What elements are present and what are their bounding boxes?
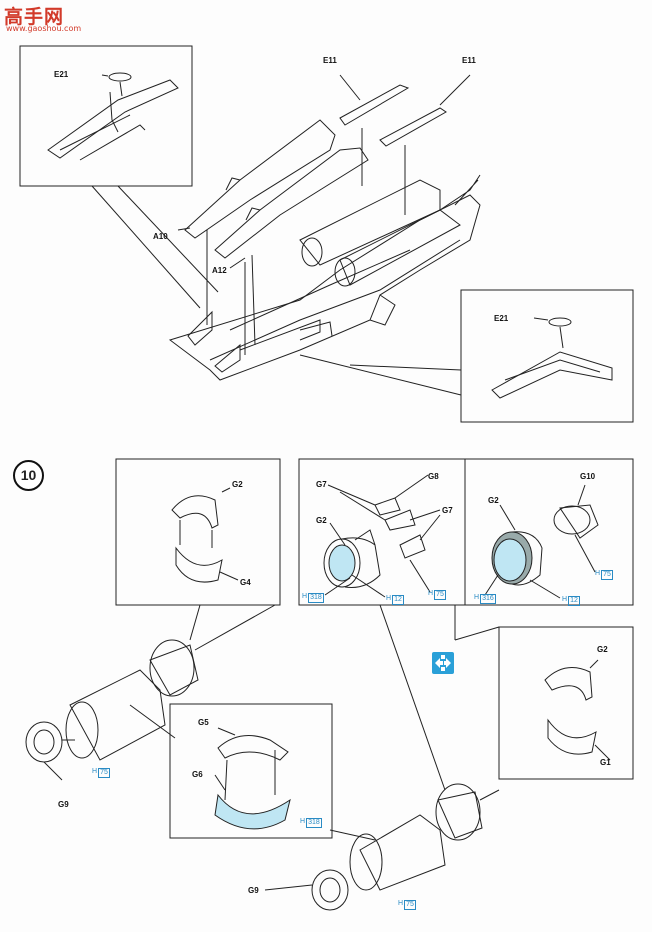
part-a12 [214, 147, 369, 259]
label-g7-a: G7 [316, 480, 327, 489]
label-e11-right: E11 [462, 56, 476, 65]
part-e11-right [379, 107, 447, 147]
part-a10 [184, 119, 336, 239]
assembly-arrows-icon [432, 652, 454, 674]
label-g4: G4 [240, 578, 251, 587]
inset-box-topleft [19, 45, 193, 187]
inset-box-g1-g2 [498, 626, 634, 780]
label-a10: A10 [153, 232, 168, 241]
inset-box-g10 [464, 458, 634, 606]
label-g2-a: G2 [232, 480, 243, 489]
main-fuselage [168, 194, 481, 381]
inset-wing-part [47, 79, 179, 159]
label-g9-left: G9 [58, 800, 69, 809]
watermark-url: www.gaoshou.com [6, 24, 82, 33]
part-e11-left [339, 84, 410, 126]
label-g7-b: G7 [442, 506, 453, 515]
label-g5: G5 [198, 718, 209, 727]
nozzle-left [69, 669, 166, 761]
inset-box-right [460, 289, 634, 423]
part-g9-right [311, 869, 349, 911]
label-g1: G1 [600, 758, 611, 767]
label-e21-right: E21 [494, 314, 509, 323]
label-g2-b: G2 [316, 516, 327, 525]
label-g2-c: G2 [488, 496, 499, 505]
inset-box-g5-g6 [169, 703, 333, 839]
label-g10: G10 [580, 472, 596, 481]
nozzle-right [359, 814, 446, 891]
label-e21-top: E21 [54, 70, 69, 79]
label-g9-right: G9 [248, 886, 259, 895]
label-g8: G8 [428, 472, 439, 481]
watermark: 高手网 www.gaoshou.com [4, 2, 81, 36]
inset-e21-part [108, 72, 132, 82]
label-e11-left: E11 [323, 56, 337, 65]
part-g9-left [25, 721, 63, 763]
label-g6: G6 [192, 770, 203, 779]
step-number-badge: 10 [13, 460, 44, 491]
inset-box-g2-g4 [115, 458, 281, 606]
label-a12: A12 [212, 266, 227, 275]
inset-e21-part-right [548, 317, 572, 327]
label-g2-d: G2 [597, 645, 608, 654]
watermark-logo: 高手网 [4, 6, 65, 28]
